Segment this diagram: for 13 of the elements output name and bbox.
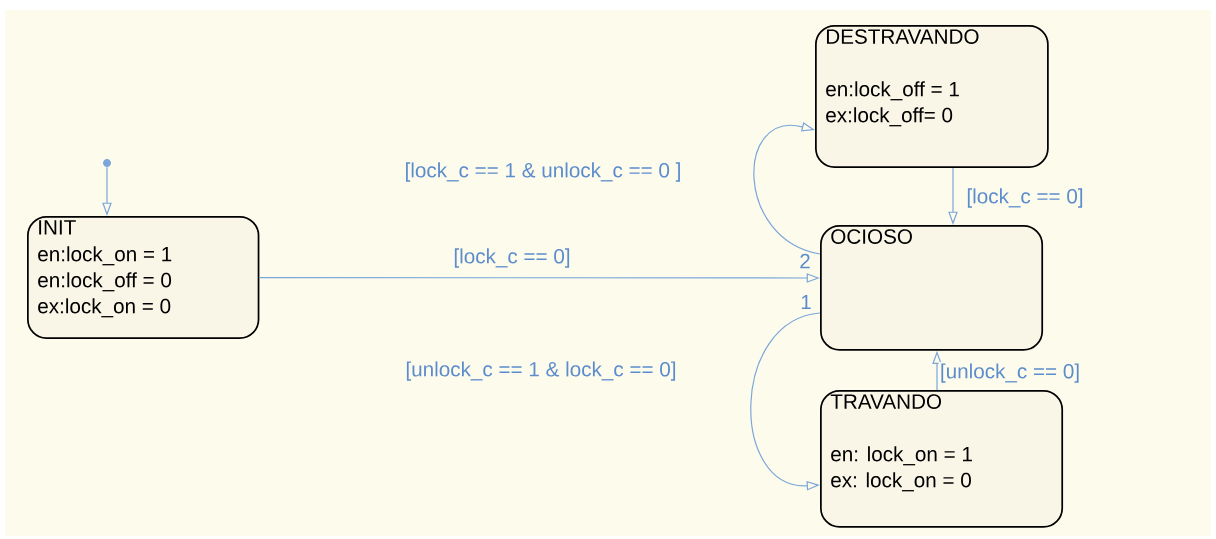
state-box: OCIOSO [820, 225, 1044, 351]
transition-label: [unlock_c == 1 & lock_c == 0] [404, 360, 678, 382]
state-box: TRAVANDO en: lock_on = 1 ex: lock_on = 0 [820, 390, 1064, 528]
transition-label: [lock_c == 1 & unlock_c == 0 ] [403, 161, 683, 183]
transition-arrow [753, 122, 821, 255]
transition-label: [unlock_c == 0] [938, 362, 1082, 384]
transition-arrow [750, 312, 821, 491]
state-box: DESTRAVANDO en:lock_off = 1 ex:lock_off= 0 [815, 25, 1049, 169]
transition-label: [lock_c == 0] [452, 247, 572, 269]
transition-label: [lock_c == 0] [965, 187, 1085, 209]
transition-order-number: 1 [801, 294, 811, 310]
state-box: INIT en:lock_on = 1 en:lock_off = 0 ex:lock_on = 0 [27, 216, 260, 340]
transition-order-number: 2 [800, 253, 810, 269]
